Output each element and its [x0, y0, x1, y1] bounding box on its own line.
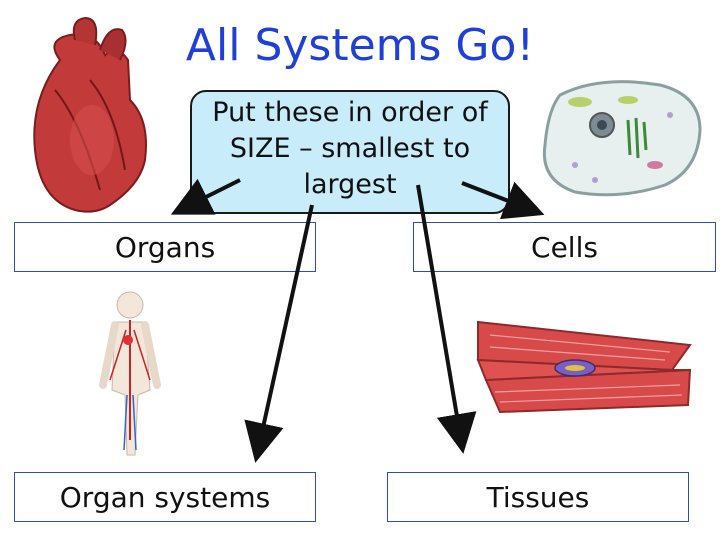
instruction-text: Put these in order of SIZE – smallest to… — [212, 97, 488, 200]
slide-title: All Systems Go! — [185, 20, 535, 71]
animal-cell-image — [542, 80, 702, 197]
arrow-to-cells — [461, 181, 545, 220]
human-body-image — [99, 291, 161, 456]
arrow-to-organs — [170, 178, 241, 215]
heart-image — [33, 16, 147, 213]
label-organs-text: Organs — [114, 230, 216, 264]
instruction-callout — [190, 90, 510, 214]
label-cells-text: Cells — [531, 230, 598, 264]
label-organ-systems-text: Organ systems — [59, 480, 271, 514]
label-cells: Cells — [413, 222, 716, 272]
label-organs: Organs — [14, 222, 316, 272]
muscle-tissue-image — [476, 320, 692, 414]
arrow-to-organ-systems — [244, 204, 314, 463]
arrow-to-tissues — [416, 184, 477, 454]
label-tissues: Tissues — [387, 472, 689, 522]
label-organ-systems: Organ systems — [14, 472, 316, 522]
label-tissues-text: Tissues — [486, 480, 590, 514]
